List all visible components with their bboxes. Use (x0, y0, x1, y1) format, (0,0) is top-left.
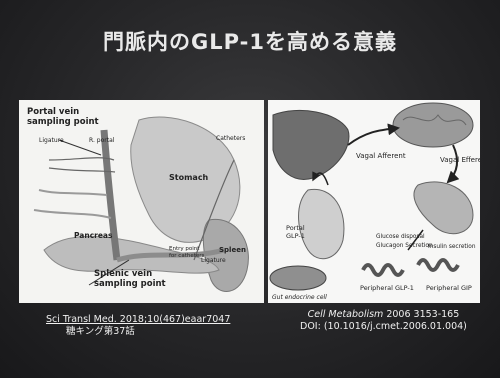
insulin-secretion-label: Insulin secretion (428, 244, 476, 250)
entry-point-label: Entry point (169, 246, 200, 252)
vessel-branches (34, 190, 111, 218)
journal-pages: 2006 3153-165 (383, 309, 459, 320)
brain-shape (393, 103, 473, 147)
splenic-sampling-label: sampling point (94, 279, 166, 289)
slide-title: 門脈内のGLP-1を高める意義 (0, 26, 500, 56)
right-citation: Cell Metabolism 2006 3153-165 DOI: (10.1… (300, 309, 467, 333)
peripheral-glp1-chain (363, 265, 403, 275)
journal-name: Cell Metabolism (308, 309, 384, 320)
endocrine-cell-shape (270, 266, 326, 290)
left-citation-line2: 糖キング第37話 (46, 326, 230, 338)
anatomy-illustration: Portal vein sampling point Ligature R. p… (19, 100, 264, 303)
ligature-bottom-label: Ligature (201, 257, 226, 264)
right-citation-line1: Cell Metabolism 2006 3153-165 (300, 309, 467, 321)
anatomy-figure: Portal vein sampling point Ligature R. p… (19, 100, 264, 303)
spleen-label: Spleen (219, 246, 246, 254)
portal-glp1-label-a: Portal (286, 224, 305, 232)
vagal-afferent-label: Vagal Afferent (356, 152, 406, 160)
r-portal-label: R. portal (89, 137, 115, 144)
splenic-vein-label: Splenic vein (94, 269, 152, 279)
portal-sampling-label: sampling point (27, 117, 99, 127)
peripheral-gip-label: Peripheral GIP (426, 284, 472, 292)
portal-vein-label: Portal vein (27, 107, 79, 117)
entry-point-label-2: for catheters (169, 253, 205, 259)
gut-shape (299, 189, 344, 258)
pancreas-label: Pancreas (74, 231, 113, 240)
left-citation-line1[interactable]: Sci Transl Med. 2018;10(467)eaar7047 (46, 314, 230, 326)
vagal-efferent-label: Vagal Efferent (440, 156, 480, 164)
glp1-pathway-figure: Vagal Afferent Vagal Efferent Portal GLP… (268, 100, 480, 303)
ligature-top-label: Ligature (39, 137, 64, 144)
stomach-label: Stomach (169, 173, 209, 182)
left-citation: Sci Transl Med. 2018;10(467)eaar7047 糖キン… (46, 314, 230, 338)
peripheral-glp1-label: Peripheral GLP-1 (360, 284, 414, 292)
gut-endocrine-cell-label: Gut endocrine cell (272, 294, 327, 301)
peripheral-gip-chain (418, 260, 458, 270)
pancreas-shape (414, 182, 473, 234)
right-citation-doi: DOI: (10.1016/j.cmet.2006.01.004) (300, 321, 467, 333)
glp1-pathway-illustration: Vagal Afferent Vagal Efferent Portal GLP… (268, 100, 480, 303)
liver-shape (273, 110, 349, 179)
glucose-disposal-label: Glucose disposal (376, 234, 425, 240)
vagal-afferent-arrow (348, 128, 398, 145)
catheters-label: Catheters (216, 135, 245, 142)
portal-glp1-label-b: GLP-1 (286, 232, 305, 240)
glucagon-secretion-label: Glucagon Secretion (376, 243, 433, 249)
